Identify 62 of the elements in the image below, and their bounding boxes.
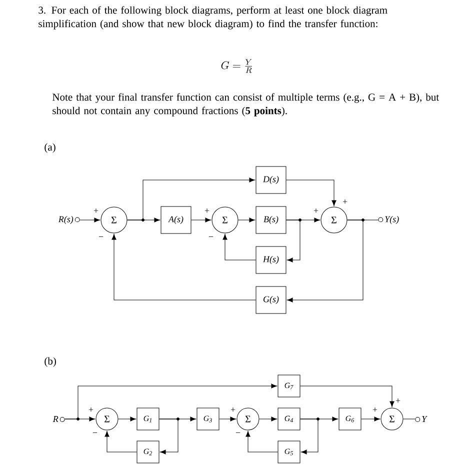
sign-label: + [396, 398, 400, 403]
transfer-block: G$_{6}$ [338, 408, 362, 430]
transfer-block: G(s) [256, 286, 286, 314]
node-label: R(s) [58, 216, 74, 224]
arrow [127, 178, 255, 220]
summing-junction: Σ [236, 408, 260, 430]
node-label: Y(s) [385, 216, 399, 224]
node-label: Y [422, 416, 428, 422]
sign-label: + [230, 407, 236, 412]
note-text: Note that your final transfer function can consist of multiple terms (e.g., G = A + B), but should not contain any compound fractions (5 points). [52, 93, 439, 116]
sign-label: + [94, 208, 98, 213]
arrow [287, 220, 364, 302]
sign-label: + [204, 208, 210, 213]
arrow [222, 234, 256, 260]
sign-label: − [92, 432, 98, 433]
arrow [286, 180, 336, 206]
transfer-block: G$_{2}$ [136, 440, 160, 464]
summing-junction: Σ [212, 206, 238, 234]
arrow [80, 218, 100, 222]
transfer-block: D(s) [256, 166, 286, 194]
arrow [300, 418, 318, 454]
arrow [361, 416, 380, 422]
arrow [64, 384, 277, 420]
sign-label: − [236, 432, 240, 433]
question-text: 3. For each of the following block diagrams, perform at least one block diagram simplification (and show that new block diagram) to find the transfer function: [38, 6, 388, 30]
transfer-block: G$_{5}$ [278, 440, 300, 464]
transfer-block: A(s) [160, 206, 192, 234]
sign-label: + [372, 407, 378, 412]
part-label: (b) [44, 357, 56, 367]
summing-junction: Σ [100, 206, 128, 234]
summing-junction: Σ [96, 408, 118, 430]
sign-label: − [208, 236, 214, 237]
arrow [300, 386, 394, 407]
sign-label: − [98, 236, 104, 237]
input-terminal: R [52, 416, 65, 422]
arrow [238, 218, 255, 222]
transfer-function-formula: $G = \frac{Y}{R}$ [221, 59, 252, 73]
summing-junction: Σ [380, 408, 404, 430]
part-label: (a) [44, 143, 56, 153]
node-label: R [52, 416, 58, 422]
transfer-block: G$_{7}$ [278, 374, 300, 398]
sign-label: + [342, 199, 348, 204]
arrow [159, 418, 178, 454]
arrow [118, 416, 136, 422]
transfer-block: B(s) [256, 206, 286, 234]
output-terminal: Y(s) [378, 216, 399, 224]
transfer-block: H(s) [256, 246, 286, 274]
arrow [259, 416, 277, 422]
summing-junction: Σ [320, 206, 348, 234]
arrow [104, 431, 137, 452]
arrow [219, 416, 236, 422]
input-terminal: R(s) [58, 216, 80, 224]
transfer-block: G$_{1}$ [136, 408, 160, 430]
arrow [112, 234, 256, 300]
arrow [191, 218, 211, 222]
transfer-block: G$_{4}$ [278, 408, 300, 430]
transfer-block: G$_{3}$ [196, 408, 220, 430]
output-terminal: Y [415, 416, 428, 422]
arrow [286, 220, 300, 262]
arrow [246, 431, 278, 452]
sign-label: + [314, 208, 318, 213]
sign-label: + [88, 407, 94, 412]
